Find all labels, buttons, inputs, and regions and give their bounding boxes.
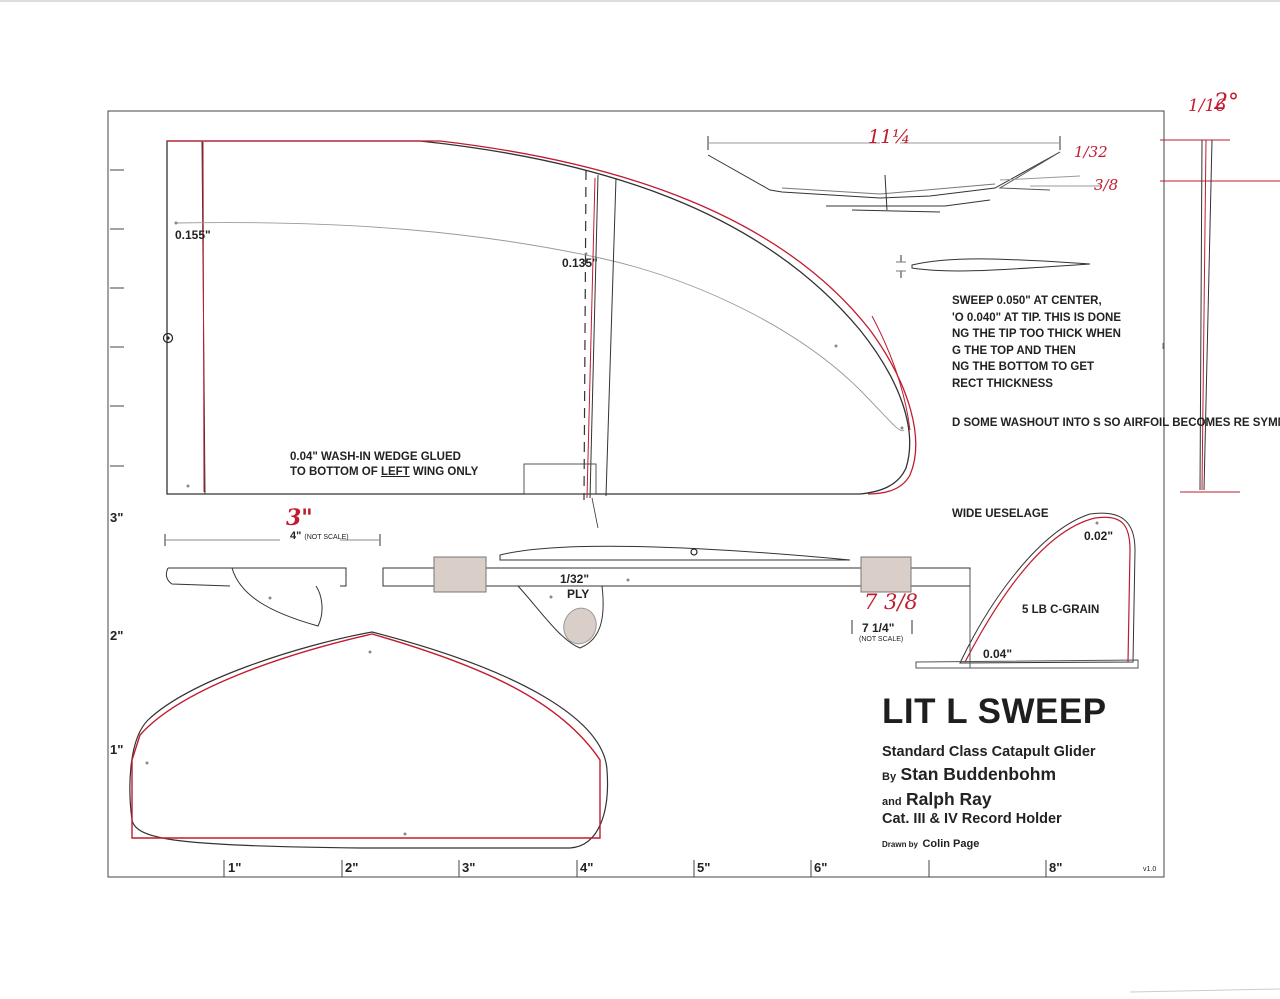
fuselage-rear-dimension: 7 1/4"	[862, 621, 895, 635]
airfoil-section	[896, 255, 1091, 278]
note-line: G THE TOP AND THEN	[952, 344, 1076, 357]
not-scale-label: (NOT SCALE)	[859, 636, 904, 643]
span-handwritten: 11¼	[868, 126, 911, 148]
drawn-by-name: Colin Page	[922, 838, 980, 850]
incidence-angle-handwritten: 2°	[1214, 90, 1239, 115]
ply-label-line1: 1/32"	[560, 572, 590, 586]
tip-profile-view	[1160, 139, 1280, 493]
fuselage-front-dimension: 4" (NOT SCALE)	[290, 530, 349, 542]
ruler-h-1: 1"	[228, 860, 242, 875]
wedge-note-emphasis: LEFT	[380, 466, 410, 478]
fin-material: 5 LB C-GRAIN	[1022, 604, 1100, 616]
ruler-h-5: 5"	[697, 860, 711, 875]
dihedral-height-handwritten: 1/32	[1074, 143, 1108, 161]
drawn-by-line: Drawn by Colin Page	[882, 838, 980, 850]
ruler-h-8: 8"	[1049, 860, 1063, 875]
bottom-ruler-ticks	[223, 860, 1047, 877]
fin-top-thickness: 0.02"	[1084, 529, 1114, 543]
ply-label-line2: PLY	[567, 587, 590, 601]
dihedral-view	[707, 136, 1100, 213]
plan-title: LIT L SWEEP	[882, 692, 1107, 731]
author1-line: By Stan Buddenbohm	[882, 764, 1057, 784]
root-thickness-label: 0.155"	[175, 228, 211, 242]
mid-thickness-label: 0.135"	[562, 256, 598, 270]
note-line: UESELAGE	[985, 508, 1049, 520]
note-line: NG THE TIP TOO THICK WHEN	[952, 328, 1121, 340]
ruler-h-4: 4"	[580, 860, 594, 875]
author2-line: and Ralph Ray	[882, 789, 992, 809]
note-line: 'O 0.040" AT TIP. THIS IS DONE	[952, 311, 1122, 324]
wedge-note-line1: 0.04" WASH-IN WEDGE GLUED	[290, 451, 461, 463]
note-line: D SOME WASHOUT INTO	[952, 417, 1090, 429]
version-label: v1.0	[1143, 866, 1157, 873]
note-line: WIDE	[952, 508, 983, 520]
note-line: S SO AIRFOIL BECOMES	[1093, 417, 1231, 429]
wing-planform	[162, 140, 917, 529]
note-line: NG THE BOTTOM TO GET	[952, 361, 1095, 373]
fin-bottom-thickness: 0.04"	[983, 647, 1013, 661]
stabilizer-planform	[129, 631, 609, 849]
tip-thickness-handwritten: 1/16	[1188, 96, 1227, 116]
washout-note: D SOME WASHOUT INTO S SO AIRFOIL BECOMES…	[952, 415, 1280, 432]
fin-profile	[915, 512, 1139, 669]
front-length-handwritten: 3"	[286, 505, 313, 531]
rear-length-handwritten: 7 3/8	[864, 590, 918, 614]
wedge-note-line2: TO BOTTOM OF LEFT WING ONLY	[290, 466, 479, 478]
author2-name: Ralph Ray	[906, 789, 992, 809]
fuselage-note: WIDE UESELAGE	[952, 506, 1049, 523]
ruler-v-1: 1"	[110, 742, 124, 757]
plan-subtitle: Standard Class Catapult Glider	[882, 744, 1096, 760]
ruler-h-6: 6"	[814, 860, 828, 875]
ruler-h-3: 3"	[462, 860, 476, 875]
tip-rise-handwritten: 3/8	[1094, 176, 1119, 194]
sheet-border	[107, 110, 1165, 878]
ruler-v-2: 2"	[110, 628, 124, 643]
author1-name: Stan Buddenbohm	[900, 764, 1057, 784]
ruler-v-3: 3"	[110, 510, 124, 525]
note-line: SWEEP 0.050" AT CENTER,	[952, 295, 1102, 307]
note-line: RE SYMMETRICAL	[1233, 417, 1280, 429]
note-line: RECT THICKNESS	[952, 377, 1053, 390]
airfoil-sanding-note: SWEEP 0.050" AT CENTER, 'O 0.040" AT TIP…	[952, 293, 1121, 392]
scan-edge-bottom	[1129, 988, 1280, 993]
ruler-h-2: 2"	[345, 860, 359, 875]
left-ruler-ticks	[107, 169, 124, 762]
record-holder: Cat. III & IV Record Holder	[882, 811, 1062, 827]
